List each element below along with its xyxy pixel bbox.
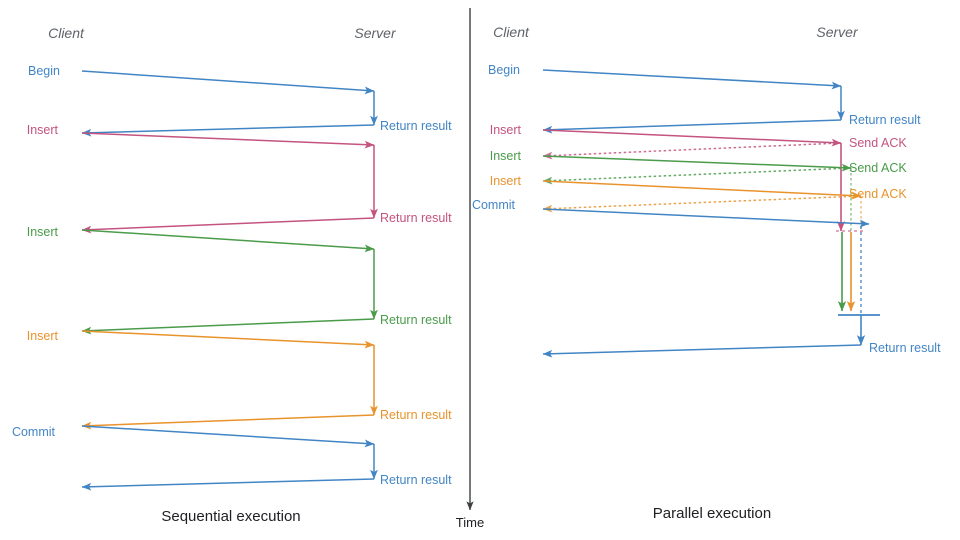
message-arrow-send-ack (542, 195, 862, 213)
message-label-commit: Commit (472, 198, 516, 212)
message-label-insert: Insert (490, 149, 522, 163)
message-label-return-result: Return result (380, 473, 452, 487)
message-label-insert: Insert (490, 123, 522, 137)
message-arrow-return-result (81, 124, 375, 137)
message-arrow-commit (542, 208, 870, 228)
message-label-send-ack: Send ACK (849, 187, 907, 201)
message-label-return-result: Return result (869, 341, 941, 355)
message-label-send-ack: Send ACK (849, 136, 907, 150)
message-arrow-begin (81, 70, 375, 95)
message-arrow-commit (81, 425, 375, 448)
message-label-insert: Insert (27, 225, 59, 239)
message-arrow-return-result (81, 478, 375, 491)
message-label-insert: Insert (27, 123, 59, 137)
lane-header-client: Client (493, 24, 530, 40)
panel-caption-parallel: Parallel execution (653, 505, 771, 522)
message-label-return-result: Return result (380, 119, 452, 133)
lane-header-client: Client (48, 25, 85, 41)
time-axis-label: Time (456, 515, 484, 530)
message-label-commit: Commit (12, 425, 56, 439)
message-label-send-ack: Send ACK (849, 161, 907, 175)
time-axis-layer: Time (456, 500, 484, 530)
message-arrow-return-result (81, 318, 375, 335)
message-label-insert: Insert (490, 174, 522, 188)
message-arrow-insert (81, 330, 375, 349)
message-label-return-result: Return result (380, 211, 452, 225)
message-arrow-send-ack (542, 142, 842, 160)
lane-header-server: Server (354, 25, 397, 41)
message-label-begin: Begin (28, 64, 60, 78)
message-label-insert: Insert (27, 329, 59, 343)
message-label-return-result: Return result (380, 408, 452, 422)
lane-header-server: Server (816, 24, 859, 40)
message-arrow-return-result (542, 344, 862, 358)
message-arrow-return-result (81, 217, 375, 234)
message-label-return-result: Return result (849, 113, 921, 127)
message-arrow-insert (81, 229, 375, 253)
message-arrow-insert (81, 132, 375, 149)
message-arrow-insert (542, 129, 842, 147)
message-arrow-return-result (81, 414, 375, 430)
message-label-return-result: Return result (380, 313, 452, 327)
message-arrow-insert (542, 155, 852, 172)
message-arrow-send-ack (542, 167, 852, 185)
message-arrow-insert (542, 180, 862, 200)
panel-caption-sequential: Sequential execution (161, 508, 300, 525)
message-arrow-return-result (542, 119, 842, 134)
message-label-begin: Begin (488, 63, 520, 77)
message-arrow-begin (542, 69, 842, 90)
